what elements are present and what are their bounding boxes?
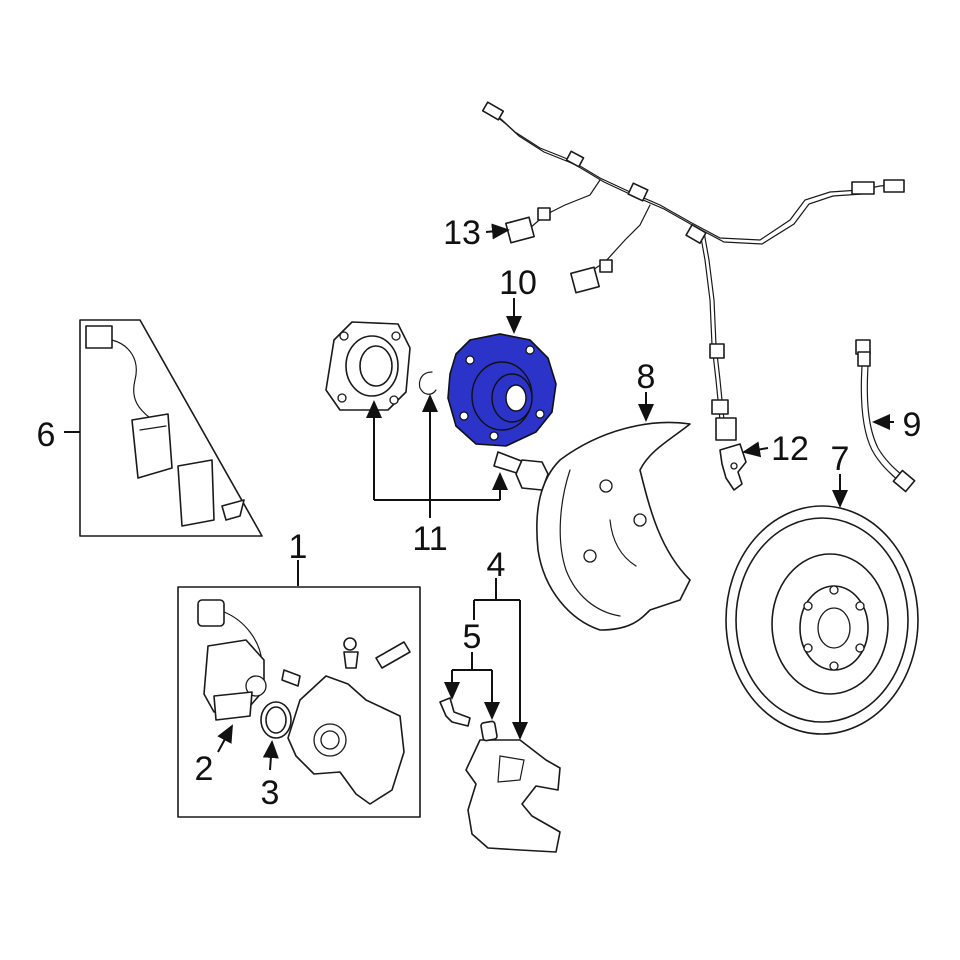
abs-sensor[interactable] (719, 443, 747, 491)
callout-4: 4 (487, 546, 506, 584)
callout-labels: 1 2 3 4 5 6 7 8 9 10 11 12 13 (37, 214, 922, 812)
callout-5: 5 (463, 618, 482, 656)
carrier-bolt[interactable] (439, 697, 471, 727)
guide-pin-bolt[interactable] (480, 720, 498, 742)
snap-ring[interactable] (418, 371, 437, 395)
dust-shield[interactable] (536, 421, 691, 631)
callout-3: 3 (261, 774, 280, 812)
callout-12: 12 (771, 430, 809, 468)
wiring-harness[interactable] (481, 101, 905, 441)
callout-8: 8 (637, 358, 656, 396)
callout-11: 11 (412, 520, 447, 558)
callout-1: 1 (289, 528, 308, 566)
brake-rotor[interactable] (725, 505, 919, 735)
callout-13: 13 (443, 214, 481, 252)
callout-7: 7 (831, 440, 850, 478)
caliper-kit[interactable] (177, 586, 421, 818)
brake-pad-kit[interactable] (79, 319, 263, 537)
hub-bolt[interactable] (493, 451, 549, 491)
callout-9: 9 (903, 406, 922, 444)
callout-10: 10 (499, 264, 537, 302)
wheel-hub[interactable] (447, 333, 557, 447)
leader-lines (64, 223, 894, 771)
caliper-carrier[interactable] (465, 739, 561, 853)
wheel-bearing-housing[interactable] (325, 321, 411, 411)
brake-hose[interactable] (855, 339, 916, 493)
callout-6: 6 (37, 416, 56, 454)
callout-2: 2 (195, 750, 214, 788)
